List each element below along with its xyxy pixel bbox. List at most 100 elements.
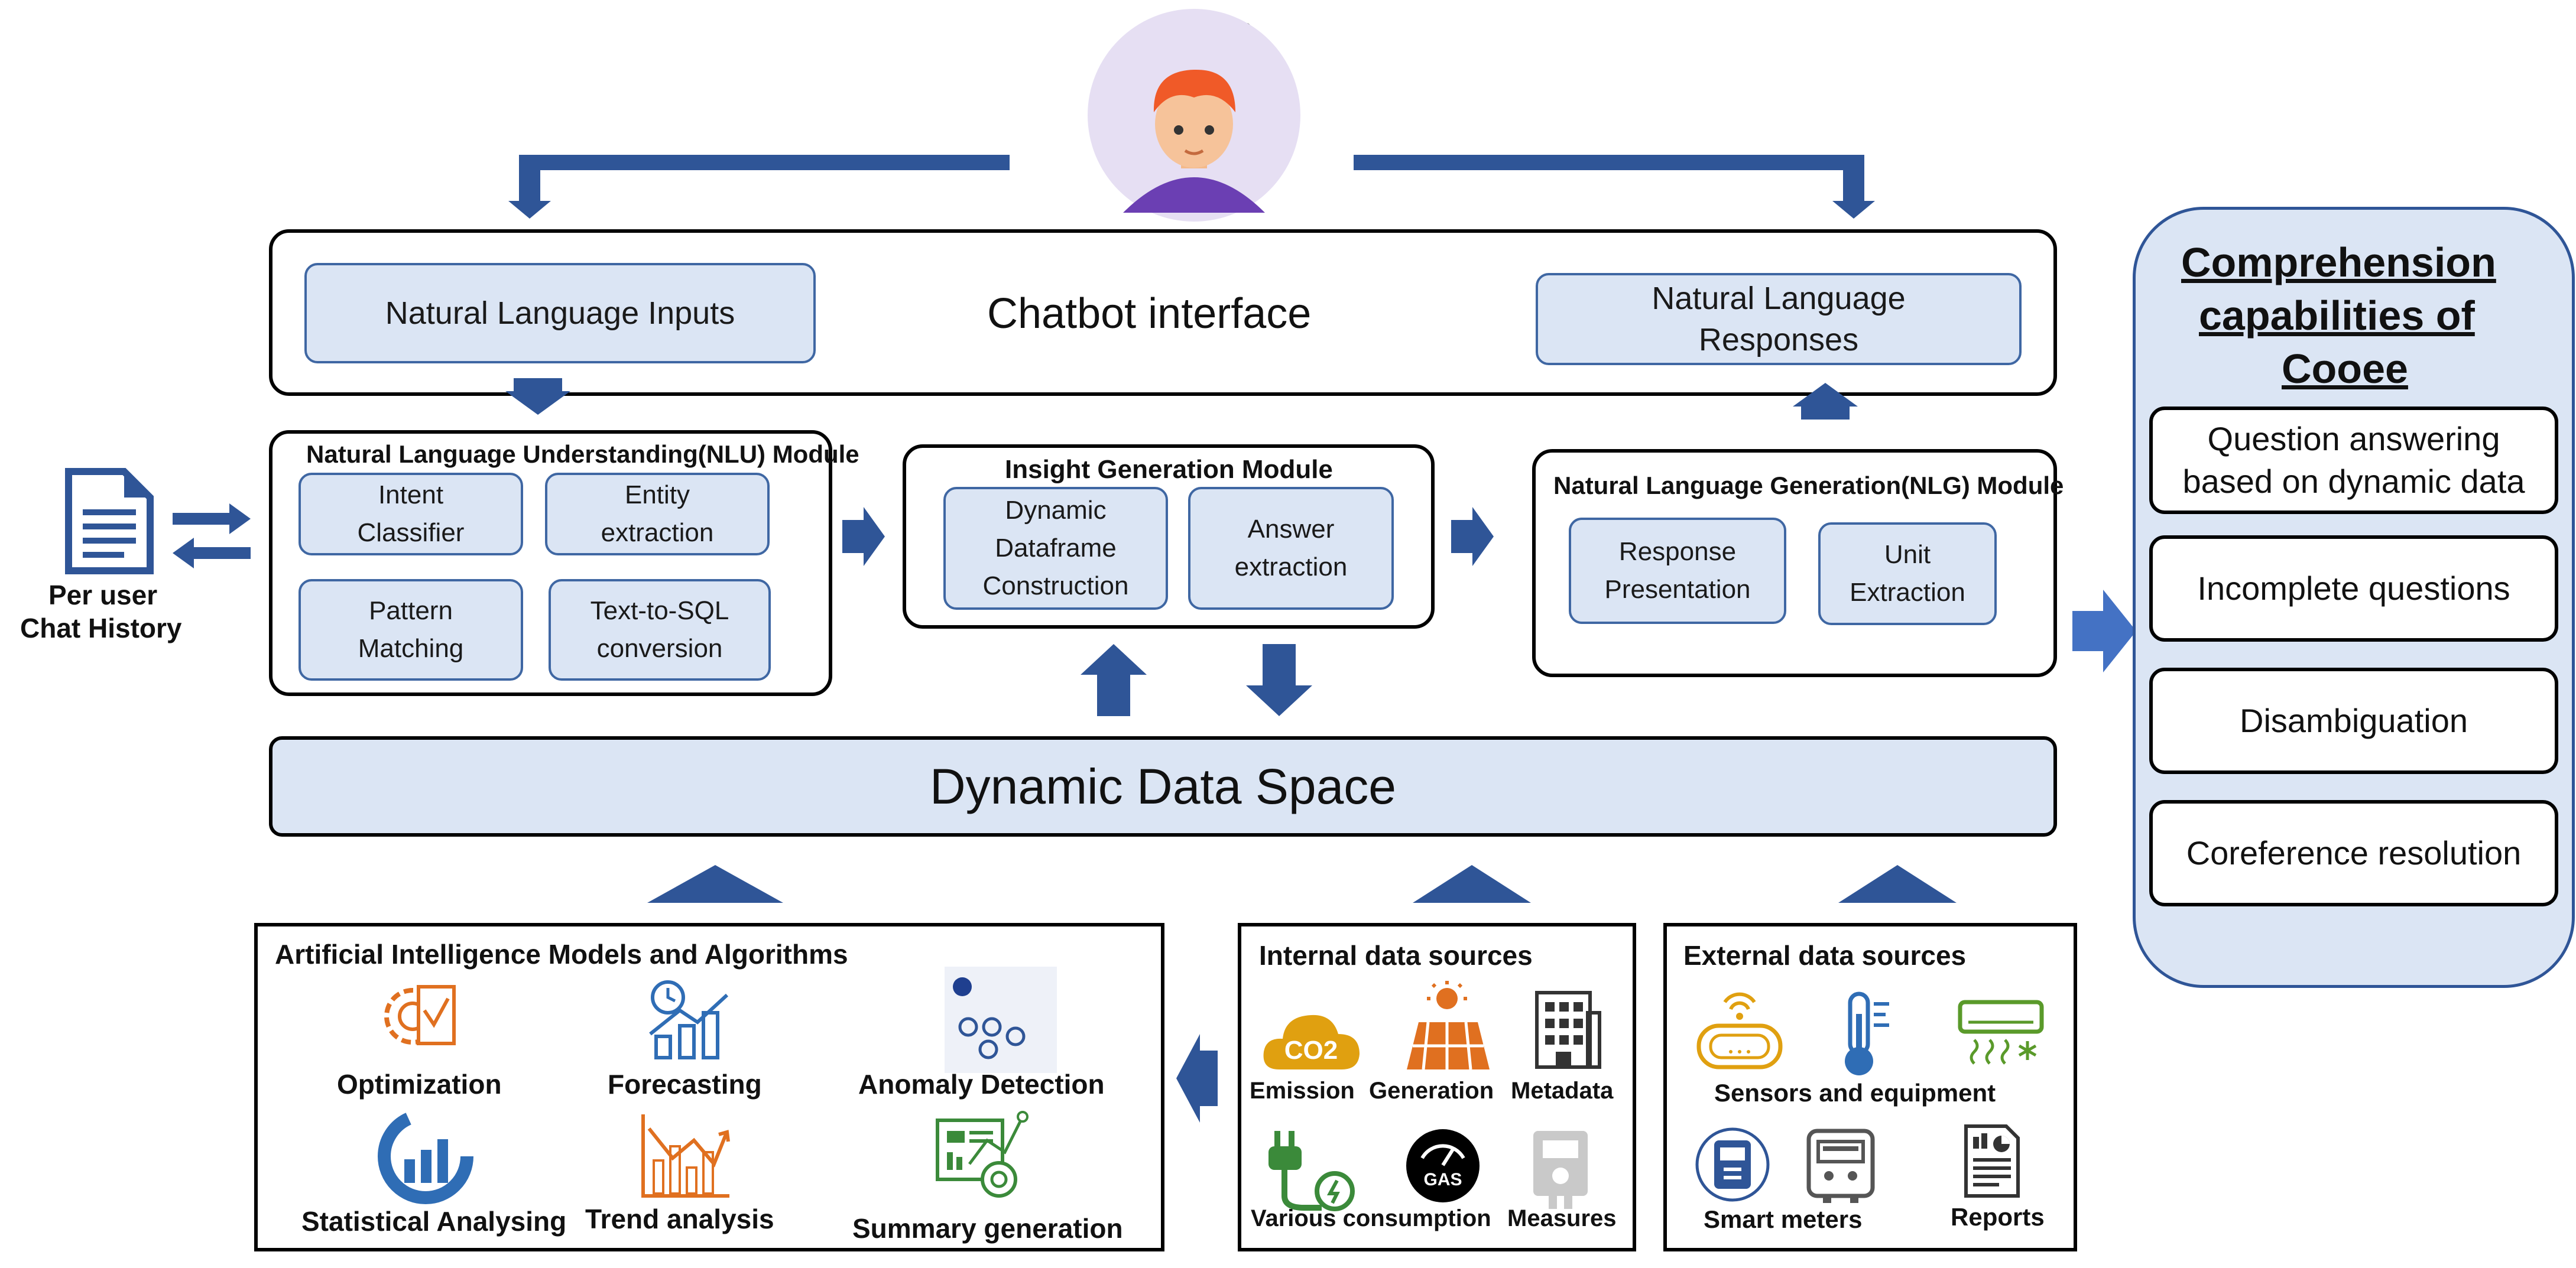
dataframe-l1: Dynamic <box>1005 496 1107 525</box>
response-l1: Response <box>1618 537 1737 566</box>
text-to-sql-box: Text-to-SQL conversion <box>549 579 771 681</box>
answer-l2: extraction <box>1234 552 1348 581</box>
response-l2: Presentation <box>1604 575 1751 604</box>
external-to-dataspace-arrow <box>1838 865 1957 903</box>
sensors-equipment-label: Sensors and equipment <box>1714 1079 1996 1107</box>
history-line2: Chat History <box>20 613 182 643</box>
unit-l1: Unit <box>1884 540 1931 569</box>
responses-line1: Natural Language <box>1652 281 1906 316</box>
capabilities-title-line3: Cooee <box>2282 346 2408 392</box>
sensor-device-icon <box>1696 992 1783 1069</box>
unit-extraction-box: Unit Extraction <box>1818 522 1997 625</box>
sql-l2: conversion <box>596 634 723 663</box>
ai-to-dataspace-arrow <box>647 865 783 903</box>
trend-analysis-label: Trend analysis <box>585 1204 774 1234</box>
internal-sources-title: Internal data sources <box>1259 940 1533 971</box>
sql-l1: Text-to-SQL <box>590 596 729 625</box>
dataspace-to-insight-arrow <box>1081 644 1147 716</box>
reports-label: Reports <box>1951 1203 2045 1231</box>
nlg-to-responses-arrow <box>1793 383 1858 420</box>
entity-l2: extraction <box>601 518 714 547</box>
generation-icon <box>1407 981 1490 1070</box>
insight-to-dataspace-arrow <box>1246 644 1312 716</box>
dynamic-data-space-bar: Dynamic Data Space <box>269 736 2057 837</box>
responses-to-person-arrow <box>1354 155 1875 219</box>
response-presentation-box: Response Presentation <box>1569 518 1786 624</box>
metadata-label: Metadata <box>1511 1078 1614 1104</box>
emission-icon: CO2 <box>1263 1015 1360 1069</box>
capabilities-title-line2: capabilities of <box>2199 292 2475 339</box>
insight-to-nlg-arrow <box>1451 507 1494 566</box>
dataframe-l3: Construction <box>982 571 1129 600</box>
pattern-matching-box: Pattern Matching <box>299 579 523 681</box>
summary-generation-icon <box>936 1111 1029 1198</box>
electric-meter-icon <box>1806 1129 1875 1203</box>
nlg-to-capabilities-arrow <box>2072 590 2136 672</box>
capability-coreference-resolution: Coreference resolution <box>2149 800 2558 906</box>
natural-language-inputs-label: Natural Language Inputs <box>385 295 735 331</box>
external-sources-title: External data sources <box>1683 940 1967 971</box>
pattern-l2: Matching <box>358 634 464 663</box>
capabilities-title-line1: Comprehension <box>2181 239 2496 285</box>
pattern-l1: Pattern <box>369 596 453 625</box>
capability-incomplete-label: Incomplete questions <box>2197 570 2510 607</box>
capability-disambiguation-label: Disambiguation <box>2240 702 2468 739</box>
answer-l1: Answer <box>1247 515 1335 544</box>
answer-extraction-box: Answer extraction <box>1188 487 1394 610</box>
entity-extraction-box: Entity extraction <box>545 473 770 555</box>
intent-l2: Classifier <box>357 518 465 547</box>
statistical-analysing-label: Statistical Analysing <box>301 1206 567 1237</box>
measures-icon <box>1533 1131 1588 1209</box>
insight-module-title: Insight Generation Module <box>1005 455 1333 484</box>
entity-l1: Entity <box>624 480 690 509</box>
inputs-to-nlu-arrow <box>505 378 570 415</box>
capability-incomplete-questions: Incomplete questions <box>2149 535 2558 642</box>
smart-meters-label: Smart meters <box>1704 1205 1863 1233</box>
dynamic-dataframe-box: Dynamic Dataframe Construction <box>943 487 1168 610</box>
natural-language-inputs-box: Natural Language Inputs <box>304 263 816 363</box>
intent-classifier-box: Intent Classifier <box>299 473 523 555</box>
measures-label: Measures <box>1507 1205 1617 1231</box>
natural-language-responses-box: Natural Language Responses <box>1536 273 2022 365</box>
anomaly-detection-icon <box>945 967 1057 1073</box>
anomaly-detection-label: Anomaly Detection <box>858 1069 1105 1100</box>
capability-question-answering: Question answering based on dynamic data <box>2149 407 2558 514</box>
responses-line2: Responses <box>1698 322 1859 357</box>
person-to-inputs-arrow <box>508 155 1010 219</box>
internal-to-dataspace-arrow <box>1413 865 1531 903</box>
nlg-module-title: Natural Language Generation(NLG) Module <box>1553 472 2064 499</box>
emission-label: Emission <box>1250 1078 1355 1104</box>
person-icon <box>1088 9 1300 222</box>
forecasting-label: Forecasting <box>608 1069 762 1100</box>
various-consumption-label: Various consumption <box>1251 1205 1491 1231</box>
co2-text: CO2 <box>1284 1036 1338 1065</box>
forecasting-icon <box>649 980 729 1059</box>
air-conditioner-icon <box>1958 1000 2044 1065</box>
capability-disambiguation: Disambiguation <box>2149 668 2558 774</box>
dataframe-l2: Dataframe <box>995 534 1117 563</box>
nlu-module-title: Natural Language Understanding(NLU) Modu… <box>306 440 859 468</box>
optimization-icon <box>384 985 456 1045</box>
nlu-to-insight-arrow <box>842 507 885 566</box>
capability-coreference-label: Coreference resolution <box>2186 834 2522 872</box>
history-exchange-arrows <box>173 503 251 568</box>
intent-l1: Intent <box>378 480 444 509</box>
various-consumption-icon <box>1268 1131 1355 1211</box>
metadata-icon <box>1535 991 1601 1069</box>
optimization-label: Optimization <box>337 1069 502 1100</box>
chatbot-interface-title: Chatbot interface <box>987 290 1312 337</box>
report-document-icon <box>1964 1124 2020 1198</box>
history-line1: Per user <box>48 580 158 610</box>
trend-analysis-icon <box>641 1114 730 1198</box>
thermometer-icon <box>1845 991 1889 1075</box>
capability-qa-l2: based on dynamic data <box>2182 463 2525 500</box>
smart-meter-icon <box>1695 1127 1770 1202</box>
capability-qa-l1: Question answering <box>2207 420 2500 457</box>
gas-meter-icon: GAS <box>1406 1129 1480 1202</box>
summary-generation-label: Summary generation <box>852 1213 1123 1244</box>
generation-label: Generation <box>1369 1078 1494 1104</box>
internal-to-ai-arrow <box>1176 1034 1218 1123</box>
document-icon <box>65 468 154 574</box>
dynamic-data-space-title: Dynamic Data Space <box>929 758 1397 814</box>
gas-text: GAS <box>1423 1170 1462 1189</box>
